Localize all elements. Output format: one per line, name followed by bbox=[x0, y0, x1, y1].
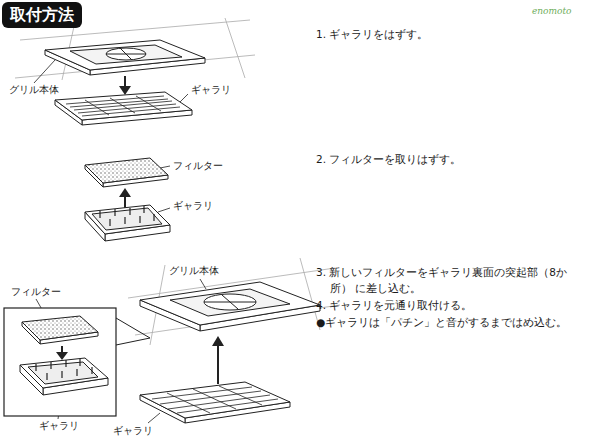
gallery bbox=[140, 382, 290, 423]
part-label: ギャラリ bbox=[172, 200, 214, 212]
part-label: ギャラリ bbox=[190, 84, 232, 96]
watermark: enomoto bbox=[532, 6, 572, 17]
gallery-back bbox=[85, 205, 170, 241]
heading: 取付方法 bbox=[2, 2, 82, 28]
arrow-up bbox=[119, 188, 131, 208]
part-label: グリル本体 bbox=[8, 84, 60, 96]
filter bbox=[85, 158, 168, 187]
gallery bbox=[55, 92, 192, 125]
part-label: ギャラリ bbox=[38, 420, 80, 432]
arrow-down bbox=[119, 76, 131, 95]
ceiling-grid bbox=[15, 18, 340, 345]
part-label: フィルター bbox=[10, 286, 62, 298]
arrow-up bbox=[212, 336, 224, 384]
step-text: 2. フィルターを取りはずす。 bbox=[316, 151, 584, 167]
grill-body bbox=[45, 40, 205, 75]
grill-body bbox=[140, 282, 320, 331]
inset bbox=[4, 308, 150, 416]
part-label: フィルター bbox=[172, 160, 224, 172]
part-label: グリル本体 bbox=[168, 265, 220, 277]
step-text: 4. ギャラリを元通り取付ける。 bbox=[316, 297, 584, 313]
step-text: 3. 新しいフィルターをギャラリ裏面の突起部（8か所） に差し込む。 bbox=[316, 264, 584, 296]
part-label: ギャラリ bbox=[112, 425, 154, 437]
note-text: ●ギャラリは「パチン」と音がするまではめ込む。 bbox=[316, 314, 584, 330]
step-text: 1. ギャラリをはずす。 bbox=[316, 26, 584, 42]
